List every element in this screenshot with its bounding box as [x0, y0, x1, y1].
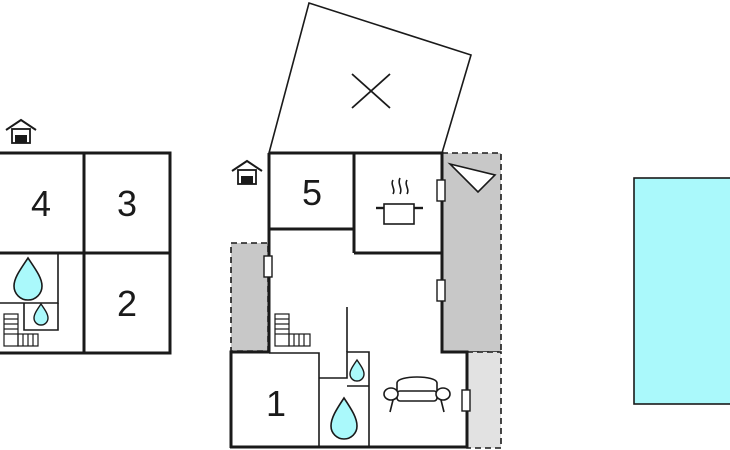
bathroom-wall: [319, 351, 370, 447]
water-drop-icon: [330, 396, 358, 440]
window-icon: [461, 389, 471, 412]
room-5-label: 5: [302, 172, 322, 213]
terrace-lower: [466, 351, 502, 449]
room-1-wall: [269, 352, 320, 447]
water-drop-icon: [33, 302, 49, 326]
stairs-icon: [274, 313, 311, 347]
stairs-icon: [3, 313, 39, 347]
direction-marker-icon: [447, 162, 497, 194]
cross-mark-icon: [351, 73, 391, 109]
swimming-pool: [633, 177, 730, 405]
cooking-pot-icon: [376, 177, 423, 225]
sofa-icon: [383, 376, 451, 413]
terrace-left: [230, 242, 269, 352]
water-drop-icon: [13, 256, 43, 301]
main-wall-left: [229, 153, 271, 448]
outdoor-area: [267, 1, 472, 154]
left-building: 4 3 2: [0, 118, 172, 355]
left-bath-inner-wall: [23, 303, 59, 331]
room-2-label: 2: [117, 283, 137, 324]
entrance-house-icon: [5, 118, 37, 144]
water-drop-icon: [349, 358, 365, 382]
window-icon: [436, 179, 446, 202]
main-building: 5 1: [229, 1, 502, 449]
window-icon: [436, 279, 446, 302]
main-wall-right: [269, 151, 469, 448]
room-1-label: 1: [266, 383, 286, 424]
room-3-label: 3: [117, 183, 137, 224]
room-4-label: 4: [31, 183, 51, 224]
window-icon: [263, 255, 273, 278]
entrance-house-icon: [231, 159, 263, 185]
